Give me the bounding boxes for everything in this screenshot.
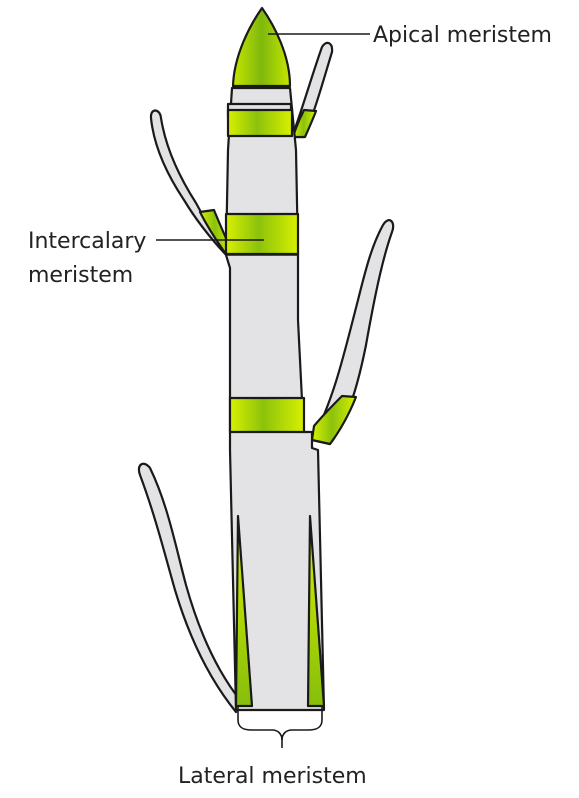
apical-meristem-label: Apical meristem	[373, 23, 552, 48]
apical-meristem-tip	[233, 8, 290, 86]
leaf-upper-left	[151, 111, 232, 258]
intercalary-label-line2: meristem	[28, 263, 133, 288]
leaf-middle-right	[312, 220, 393, 444]
meristem-band-top	[228, 104, 292, 136]
lateral-meristem-callout: Lateral meristem	[178, 706, 367, 789]
leaf-lower-left	[139, 464, 240, 712]
intercalary-meristem-band-lower	[230, 398, 304, 432]
lateral-meristem-label: Lateral meristem	[178, 764, 367, 789]
leaf-top-right	[292, 43, 332, 137]
intercalary-meristem-band	[226, 214, 298, 254]
apical-meristem-callout: Apical meristem	[268, 23, 552, 48]
intercalary-label-line1: Intercalary	[28, 229, 146, 254]
